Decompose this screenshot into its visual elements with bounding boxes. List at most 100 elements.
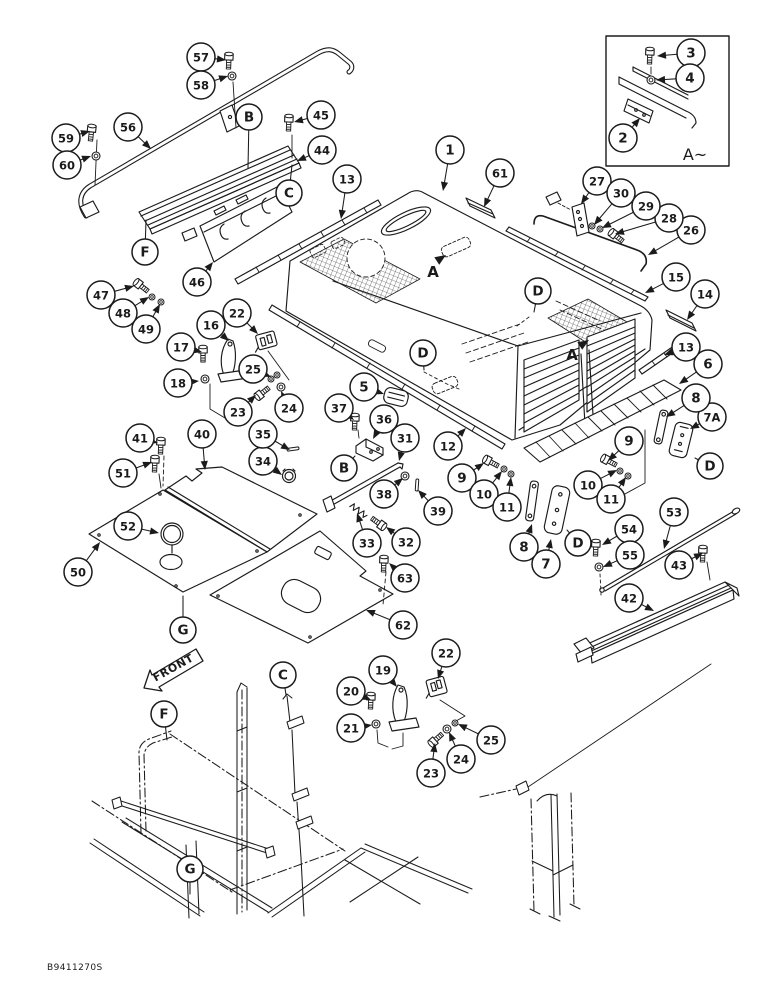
callout-50: [63, 557, 93, 587]
callout-23-b-label: 23: [423, 767, 439, 781]
letter-callout-F-2-leader: [144, 219, 147, 240]
callout-21: [336, 713, 366, 743]
callout-7A-label: 7A: [704, 411, 721, 425]
callout-30-arrowhead: [594, 215, 603, 225]
callout-40-leader: [202, 447, 205, 464]
callout-28-label: 28: [661, 212, 677, 226]
callout-8: [681, 383, 711, 413]
section-a-arrow-2: [577, 340, 589, 350]
bolt-45-icon: [283, 113, 294, 132]
callout-62-leader: [371, 612, 391, 621]
callout-43-label: 43: [671, 559, 687, 573]
callout-49: [131, 314, 161, 344]
callout-4-label: 4: [685, 71, 694, 87]
callout-35: [248, 419, 278, 449]
callout-24: [274, 393, 304, 423]
callout-51-label: 51: [115, 467, 131, 481]
callout-49-label: 49: [138, 323, 154, 337]
callout-35-arrowhead: [280, 442, 290, 450]
callout-37: [324, 393, 354, 423]
callout-47-arrowhead: [124, 284, 134, 292]
nut-58-icon: [227, 71, 237, 81]
callout-18-label: 18: [170, 377, 186, 391]
bolt-41-icon: [155, 436, 166, 455]
plate-7a: [668, 421, 694, 459]
callout-9: [614, 426, 644, 456]
callout-28: [654, 203, 684, 233]
frame-right: [479, 663, 712, 922]
callout-9-label: 9: [624, 434, 633, 450]
callout-41: [125, 423, 155, 453]
callout-31-arrowhead: [397, 451, 405, 461]
callout-8-b-label: 8: [519, 540, 528, 556]
callout-16-label: 16: [203, 319, 219, 333]
callout-10-b-arrowhead: [493, 471, 502, 481]
callout-17: [166, 332, 196, 362]
callout-7-arrowhead: [545, 539, 553, 549]
bolt-23-top-icon: [252, 383, 272, 402]
washer-11-left-icon: [507, 470, 515, 478]
callout-26-leader: [653, 236, 680, 253]
letter-callout-F-11-leader: [164, 726, 168, 741]
callout-13-leader: [341, 192, 346, 213]
callout-13-b: [671, 332, 701, 362]
callout-37-label: 37: [331, 402, 347, 416]
callout-27-label: 27: [589, 175, 605, 189]
letter-callout-B-0: [235, 103, 263, 131]
callout-32-arrowhead: [386, 527, 396, 536]
callout-29-arrowhead: [602, 220, 612, 228]
callout-47: [86, 280, 116, 310]
nut-4-icon: [646, 75, 656, 85]
callout-26-label: 26: [683, 224, 699, 238]
callout-11-arrowhead: [617, 477, 626, 487]
letter-callout-D-5: [696, 452, 724, 480]
callout-50-leader: [85, 547, 97, 562]
letter-callout-D-4-label: D: [417, 346, 428, 362]
washer-48-icon: [148, 293, 156, 301]
callout-42: [614, 583, 644, 613]
callout-43: [664, 550, 694, 580]
callout-7: [531, 549, 561, 579]
callout-45-label: 45: [313, 109, 329, 123]
callout-19-label: 19: [375, 664, 391, 678]
callout-52-label: 52: [120, 520, 136, 534]
callout-63-label: 63: [397, 572, 413, 586]
callout-60-label: 60: [59, 159, 75, 173]
callout-57-label: 57: [193, 51, 209, 65]
callout-22-label: 22: [229, 307, 245, 321]
callout-43-arrowhead: [693, 553, 703, 561]
letter-callout-G-8: [169, 616, 197, 644]
callout-52-arrowhead: [149, 527, 159, 535]
nut-60-icon: [91, 151, 101, 161]
callout-34-label: 34: [255, 455, 271, 469]
callout-33-label: 33: [359, 537, 375, 551]
callout-39-label: 39: [430, 505, 446, 519]
callout-13: [332, 164, 362, 194]
callout-44: [307, 135, 337, 165]
callout-10-b-label: 10: [476, 488, 492, 502]
callout-36-arrowhead: [373, 429, 381, 439]
bolt-63-icon: [378, 554, 389, 573]
bracket-cluster: [281, 387, 409, 513]
letter-callout-D-4: [409, 339, 437, 367]
callout-63-arrowhead: [389, 563, 399, 572]
callout-60-arrowhead: [81, 155, 91, 163]
callout-62-arrowhead: [366, 610, 376, 617]
callout-22-b-label: 22: [438, 647, 454, 661]
callout-15-leader: [650, 282, 665, 291]
letter-callout-C-1-label: C: [284, 186, 294, 202]
letter-callout-F-11-label: F: [159, 707, 168, 723]
letter-callout-G-8-label: G: [177, 623, 188, 639]
callout-20: [336, 676, 366, 706]
callout-29-leader: [607, 211, 635, 226]
callout-51-arrowhead: [142, 461, 152, 469]
callout-25-b-arrowhead: [458, 724, 468, 732]
letter-callout-F-2-label: F: [140, 245, 149, 261]
bolt-17-icon: [198, 344, 208, 363]
letter-callout-B-0-leader: [247, 129, 250, 169]
letter-callout-B-0-label: B: [244, 110, 254, 126]
hood: [285, 190, 653, 441]
letter-callout-D-6: [564, 529, 592, 557]
washer-30-icon: [588, 222, 596, 230]
callout-1-arrowhead: [440, 181, 449, 191]
